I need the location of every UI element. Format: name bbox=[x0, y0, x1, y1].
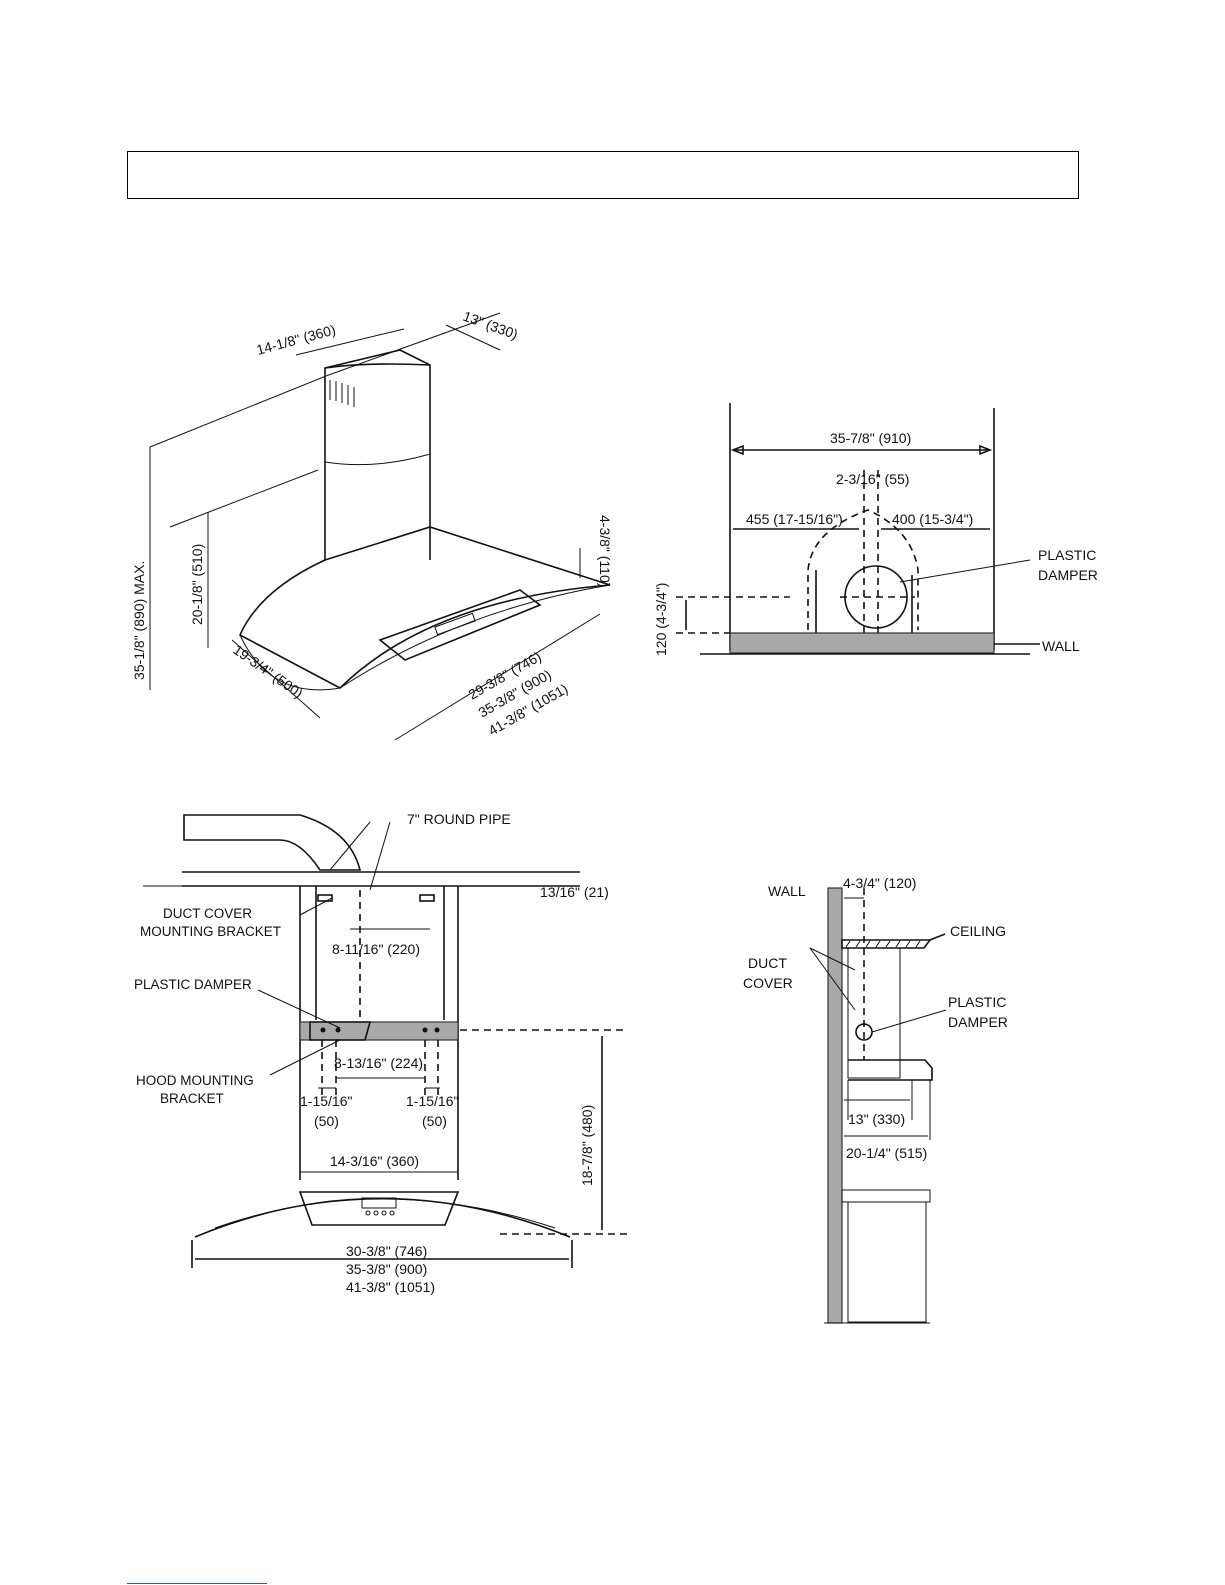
hood-bracket bbox=[299, 1021, 459, 1041]
side-wall bbox=[827, 887, 843, 1324]
front-hood-bracket-spacing: 8-13/16" (224) bbox=[334, 1055, 423, 1071]
front-right-offset-2: (50) bbox=[422, 1113, 447, 1129]
side-depth-1: 13" (330) bbox=[848, 1111, 905, 1127]
front-duct-cover-2: MOUNTING BRACKET bbox=[140, 924, 281, 939]
front-view: 7" ROUND PIPE 13/16" (21) DUCT COVER MOU… bbox=[134, 811, 630, 1295]
front-hood-mounting-1: HOOD MOUNTING bbox=[136, 1073, 254, 1088]
side-damper-label-1: PLASTIC bbox=[948, 994, 1006, 1010]
side-duct-cover-1: DUCT bbox=[748, 955, 787, 971]
front-right-offset-1: 1-15/16" bbox=[406, 1093, 458, 1109]
header-box bbox=[127, 151, 1079, 199]
plan-wall-label: WALL bbox=[1042, 638, 1080, 654]
front-chimney-width: 14-3/16" (360) bbox=[330, 1153, 419, 1169]
iso-min-height: 20-1/8" (510) bbox=[189, 544, 205, 625]
side-ceiling: CEILING bbox=[950, 923, 1006, 939]
front-round-pipe: 7" ROUND PIPE bbox=[407, 811, 511, 827]
iso-max-height: 35-1/8" (890) MAX. bbox=[131, 561, 147, 680]
iso-top-width: 14-1/8" (360) bbox=[255, 321, 338, 357]
plan-right-width: 400 (15-3/4") bbox=[892, 511, 973, 527]
front-plastic-damper: PLASTIC DAMPER bbox=[134, 977, 252, 992]
plan-total-width: 35-7/8" (910) bbox=[830, 430, 911, 446]
plan-height: 120 (4-3/4") bbox=[653, 583, 669, 656]
front-left-offset-1: 1-15/16" bbox=[300, 1093, 352, 1109]
front-duct-cover-1: DUCT COVER bbox=[163, 906, 252, 921]
front-hood-mounting-2: BRACKET bbox=[160, 1091, 224, 1106]
iso-canopy-height: 4-3/8" (110) bbox=[597, 515, 613, 587]
front-width-2: 35-3/8" (900) bbox=[346, 1261, 427, 1277]
iso-top-depth: 13" (330) bbox=[461, 308, 520, 343]
footer-rule bbox=[127, 1583, 267, 1584]
vent-grille bbox=[329, 380, 355, 407]
side-view: WALL 4-3/4" (120) CEILING DUCT COVER PLA… bbox=[743, 875, 1008, 1324]
plan-damper-label-1: PLASTIC bbox=[1038, 547, 1096, 563]
isometric-view: 14-1/8" (360) 13" (330) 35-1/8" (890) MA… bbox=[131, 308, 613, 741]
plan-offset: 2-3/16" (55) bbox=[836, 471, 909, 487]
side-duct-cover-2: COVER bbox=[743, 975, 793, 991]
front-bracket-height: 18-7/8" (480) bbox=[579, 1105, 595, 1186]
plan-view: 35-7/8" (910) 2-3/16" (55) 455 (17-15/16… bbox=[653, 403, 1098, 656]
front-width-3: 41-3/8" (1051) bbox=[346, 1279, 435, 1295]
side-offset: 4-3/4" (120) bbox=[843, 875, 916, 891]
plan-damper-label-2: DAMPER bbox=[1038, 567, 1098, 583]
front-gap: 13/16" (21) bbox=[540, 884, 609, 900]
front-width-1: 30-3/8" (746) bbox=[346, 1243, 427, 1259]
front-left-offset-2: (50) bbox=[314, 1113, 339, 1129]
side-depth-2: 20-1/4" (515) bbox=[846, 1145, 927, 1161]
side-damper-label-2: DAMPER bbox=[948, 1014, 1008, 1030]
plan-left-width: 455 (17-15/16") bbox=[746, 511, 843, 527]
wall-block bbox=[729, 632, 995, 654]
front-bracket-spacing: 8-11/16" (220) bbox=[332, 941, 420, 957]
side-wall-label: WALL bbox=[768, 883, 806, 899]
